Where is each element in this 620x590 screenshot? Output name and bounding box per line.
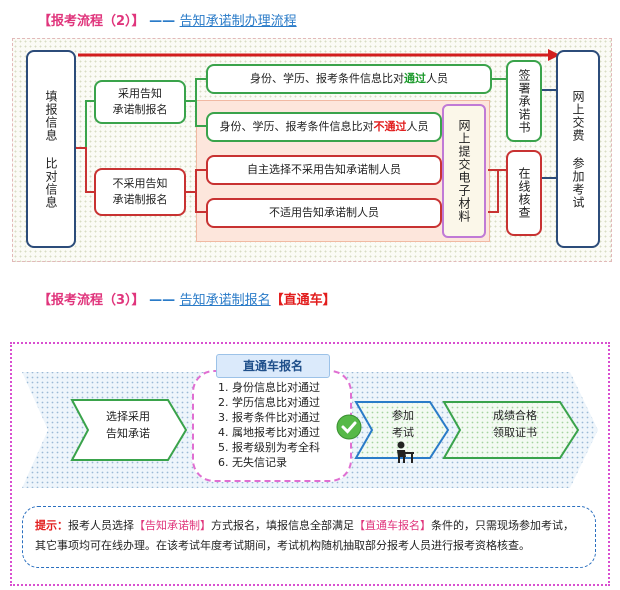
row-pass-suffix: 人员 (426, 71, 448, 85)
tip-text-3: 条件的，只需现场参加考试，其它事项均可在线办理。在该考试年度考试期间，考试机构随… (35, 519, 574, 552)
row-pass-text: 身份、学历、报考条件信息比对 (250, 71, 404, 85)
row-self-opt-out: 自主选择不采用告知承诺制人员 (206, 155, 442, 185)
section3-header: 【报考流程（3）】 —— 告知承诺制报名【直通车】 (38, 289, 336, 308)
take-exam-step: 参加 考试 (392, 409, 414, 439)
choose-promise-step: 选择采用 告知承诺 (106, 410, 150, 440)
section3-highlight: 【直通车】 (270, 293, 336, 308)
condition-item: 1. 身份信息比对通过 (218, 381, 320, 394)
section3-tag: 【报考流程（3）】 (38, 293, 145, 308)
row-fail: 身份、学历、报考条件信息比对不通过人员 (206, 112, 442, 142)
online-check-box: 在线核查 (506, 150, 542, 236)
exam-taker-icon (397, 441, 414, 463)
tip-box: 提示：报考人员选择【告知承诺制】方式报名，填报信息全部满足【直通车报名】条件的，… (22, 506, 596, 568)
condition-list: 1. 身份信息比对通过 2. 学历信息比对通过 3. 报考条件比对通过 4. 属… (218, 380, 320, 470)
tip-text-1: 报考人员选择 (68, 519, 134, 532)
row-pass-highlight: 通过 (404, 71, 426, 85)
section3-dash: —— (149, 293, 176, 308)
row-fail-suffix: 人员 (406, 119, 429, 133)
tip-text-2: 方式报名，填报信息全部满足 (211, 519, 354, 532)
flow3-panel (10, 342, 610, 586)
condition-item: 6. 无失信记录 (218, 456, 287, 469)
row-not-applicable: 不适用告知承诺制人员 (206, 198, 442, 228)
upload-materials-box: 网上提交电子材料 (442, 104, 486, 238)
condition-item: 3. 报考条件比对通过 (218, 411, 320, 424)
through-train-title: 直通车报名 (216, 354, 330, 378)
tip-keyword-1: 【告知承诺制】 (134, 519, 211, 532)
get-certificate-step: 成绩合格 领取证书 (493, 409, 537, 439)
condition-item: 4. 属地报考比对通过 (218, 426, 320, 439)
fill-compare-box: 填报信息 比对信息 (26, 50, 76, 248)
section2-tag: 【报考流程（2）】 (38, 14, 145, 29)
sign-promise-box: 签署承诺书 (506, 60, 542, 142)
section2-dash: —— (149, 14, 176, 29)
adopt-promise-box: 采用告知 承诺制报名 (94, 80, 186, 124)
condition-item: 5. 报考级别为考全科 (218, 441, 320, 454)
row-pass: 身份、学历、报考条件信息比对通过人员 (206, 64, 492, 94)
section2-subtitle: 告知承诺制办理流程 (179, 14, 297, 29)
tip-label: 提示： (35, 519, 68, 532)
pay-exam-box: 网上交费 参加考试 (556, 50, 600, 248)
section2-header: 【报考流程（2）】 —— 告知承诺制办理流程 (38, 10, 297, 29)
condition-item: 2. 学历信息比对通过 (218, 396, 320, 409)
section3-subtitle: 告知承诺制报名 (179, 293, 271, 308)
tip-keyword-2: 【直通车报名】 (354, 519, 431, 532)
row-fail-highlight: 不通过 (373, 119, 407, 133)
row-fail-text: 身份、学历、报考条件信息比对 (219, 119, 374, 133)
check-icon (336, 414, 362, 440)
not-adopt-promise-box: 不采用告知 承诺制报名 (94, 168, 186, 216)
flow2-connectors (76, 49, 560, 213)
